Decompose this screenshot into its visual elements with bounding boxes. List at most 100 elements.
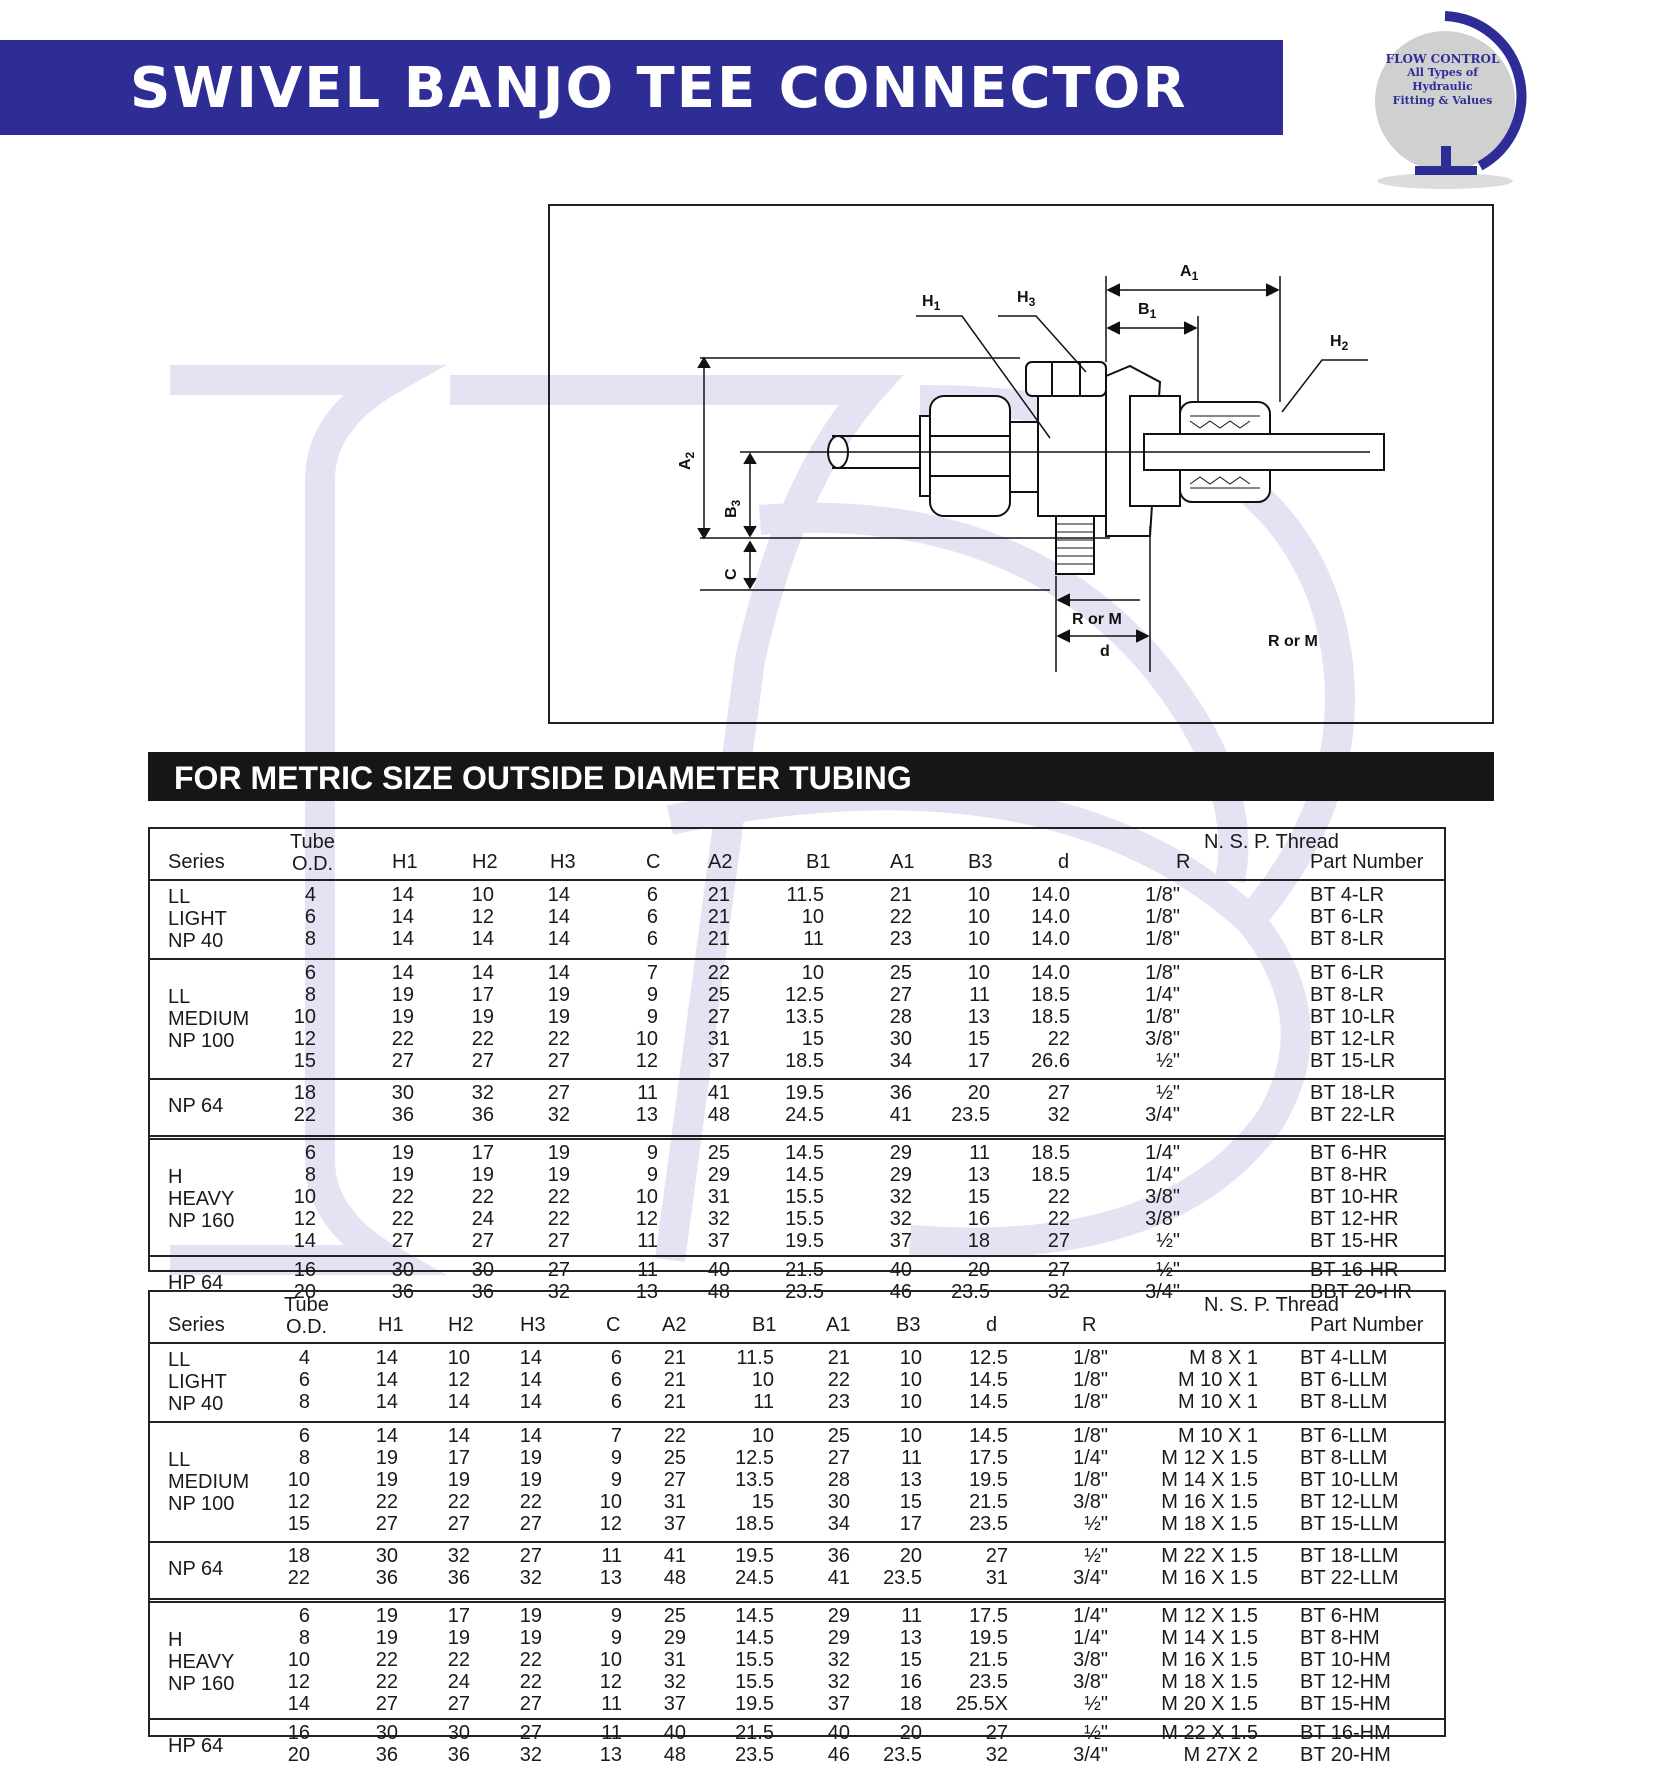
- cell-r: 3/8": [1073, 1491, 1108, 1513]
- cell-h3: 27: [547, 1230, 570, 1252]
- cell-a2: 48: [707, 1104, 730, 1126]
- cell-h3: 14: [547, 906, 570, 928]
- cell-h3: 14: [519, 1369, 542, 1391]
- cell-h3: 14: [519, 1425, 542, 1447]
- cell-tube-od: 22: [293, 1104, 316, 1126]
- label-r-or-m-1: R or M: [1072, 611, 1122, 628]
- cell-d: 27: [1047, 1082, 1070, 1104]
- cell-h2: 12: [471, 906, 494, 928]
- cell-r: 1/8": [1073, 1469, 1108, 1491]
- cell-r: 1/8": [1145, 906, 1180, 928]
- cell-c: 13: [599, 1567, 622, 1589]
- cell-d: 21.5: [969, 1649, 1008, 1671]
- series-label: LL LIGHT NP 40: [168, 886, 227, 952]
- cell-tube-od: 6: [298, 1605, 310, 1627]
- cell-b1: 14.5: [735, 1627, 774, 1649]
- cell-a2: 21: [707, 884, 730, 906]
- cell-r: 1/8": [1073, 1425, 1108, 1447]
- cell-c: 6: [610, 1391, 622, 1413]
- cell-tube-od: 20: [293, 1281, 316, 1303]
- cell-tube-od: 10: [293, 1186, 316, 1208]
- cell-part-number: BT 6-LR: [1310, 906, 1385, 928]
- cell-h1: 14: [391, 928, 414, 950]
- cell-tube-od: 20: [287, 1744, 310, 1766]
- cell-h3: 19: [519, 1447, 542, 1469]
- cell-c: 9: [610, 1627, 622, 1649]
- cell-b3: 11: [901, 1447, 922, 1469]
- label-h1-sub: 1: [934, 299, 941, 313]
- cell-b1: 15.5: [735, 1649, 774, 1671]
- cell-h3: 32: [519, 1744, 542, 1766]
- cell-r: 1/4": [1073, 1447, 1108, 1469]
- cell-b3: 18: [899, 1693, 922, 1715]
- cell-a2: 29: [663, 1627, 686, 1649]
- cell-c: 7: [646, 962, 658, 984]
- cell-h3: 19: [547, 1006, 570, 1028]
- cell-tube-od: 8: [298, 1391, 310, 1413]
- cell-part-number: BT 12-LR: [1310, 1028, 1396, 1050]
- cell-r: 1/8": [1073, 1347, 1108, 1369]
- cell-thread: M 27X 2: [1183, 1744, 1258, 1766]
- cell-h2: 19: [447, 1627, 470, 1649]
- cell-h1: 14: [375, 1347, 398, 1369]
- cell-a1: 21: [889, 884, 912, 906]
- label-h1-text: H: [922, 293, 934, 310]
- cell-a2: 31: [663, 1491, 686, 1513]
- cell-h2: 17: [447, 1447, 470, 1469]
- cell-b1: 10: [751, 1425, 774, 1447]
- header-part-number: Part Number: [1310, 1314, 1424, 1336]
- header-tube-line2: O.D.: [292, 853, 334, 875]
- cell-b1: 19.5: [785, 1230, 824, 1252]
- cell-a2: 21: [663, 1347, 686, 1369]
- section-title: FOR METRIC SIZE OUTSIDE DIAMETER TUBING: [174, 760, 912, 796]
- logo-line-2: All Types of: [1407, 66, 1478, 79]
- cell-d: 14.0: [1031, 962, 1070, 984]
- cell-a2: 22: [663, 1425, 686, 1447]
- cell-a1: 22: [827, 1369, 850, 1391]
- cell-a2: 29: [707, 1164, 730, 1186]
- cell-thread: M 10 X 1: [1177, 1391, 1258, 1413]
- cell-h2: 22: [471, 1186, 494, 1208]
- cell-h1: 22: [375, 1491, 398, 1513]
- cell-b3: 10: [967, 962, 990, 984]
- cell-b1: 19.5: [735, 1545, 774, 1567]
- cell-d: 19.5: [969, 1469, 1008, 1491]
- cell-h2: 27: [447, 1693, 470, 1715]
- cell-part-number: BT 16-HR: [1310, 1259, 1399, 1281]
- cell-tube-od: 10: [293, 1006, 316, 1028]
- cell-b1: 24.5: [735, 1567, 774, 1589]
- cell-h2: 17: [471, 984, 494, 1006]
- cell-b1: 10: [801, 962, 824, 984]
- cell-d: 32: [1047, 1281, 1070, 1303]
- header-h3: H3: [550, 851, 576, 873]
- cell-a1: 22: [889, 906, 912, 928]
- cell-a1: 36: [827, 1545, 850, 1567]
- cell-part-number: BT 6-LR: [1310, 962, 1385, 984]
- cell-part-number: BT 20-HM: [1300, 1744, 1391, 1766]
- cell-d: 21.5: [969, 1491, 1008, 1513]
- cell-d: 22: [1047, 1208, 1070, 1230]
- cell-b3: 20: [967, 1259, 990, 1281]
- cell-h2: 36: [447, 1744, 470, 1766]
- cell-d: 17.5: [969, 1605, 1008, 1627]
- cell-c: 12: [635, 1050, 658, 1072]
- cell-h3: 19: [519, 1627, 542, 1649]
- cell-d: 27: [985, 1722, 1008, 1744]
- cell-h1: 14: [375, 1369, 398, 1391]
- cell-b3: 10: [899, 1425, 922, 1447]
- cell-d: 25.5X: [955, 1693, 1008, 1715]
- cell-h3: 27: [519, 1722, 542, 1744]
- cell-a2: 22: [707, 962, 730, 984]
- cell-thread: M 22 X 1.5: [1161, 1722, 1258, 1744]
- cell-a1: 40: [889, 1259, 912, 1281]
- cell-h2: 36: [471, 1281, 494, 1303]
- cell-d: 22: [1047, 1028, 1070, 1050]
